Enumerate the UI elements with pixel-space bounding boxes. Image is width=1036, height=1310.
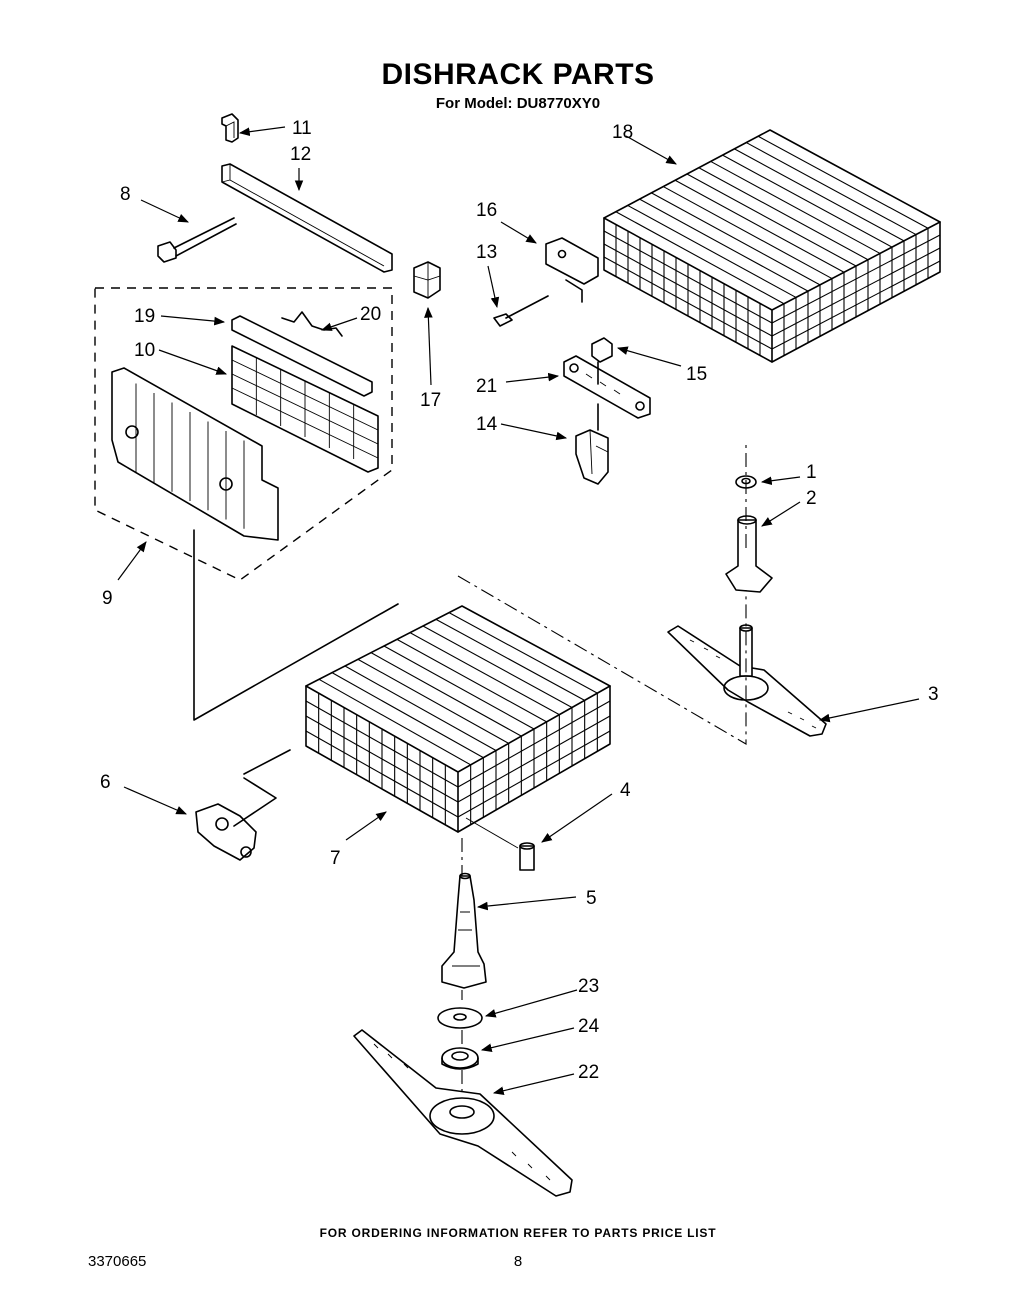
- part-3-middle-spray-arm: [667, 624, 827, 737]
- part-10-cup-shelf-grid: [231, 345, 379, 473]
- callout-18: 18: [612, 122, 633, 143]
- part-13-screw: [493, 295, 549, 327]
- part-19-cup-shelf-strip: [231, 315, 373, 397]
- part-6-rack-roller: [195, 803, 257, 861]
- callout-1: 1: [806, 462, 817, 483]
- document-number: 3370665: [88, 1253, 147, 1270]
- part-24-seal-ring: [441, 1047, 479, 1070]
- callout-19: 19: [134, 306, 155, 327]
- part-20-wire-spring: [281, 311, 343, 337]
- part-11-rail-end-clip: [221, 113, 239, 143]
- guide-line-pin-to-rack: [465, 817, 519, 849]
- callout-3: 3: [928, 684, 939, 705]
- guide-line-rack-to-arm: [457, 440, 747, 745]
- callout-21: 21: [476, 376, 497, 397]
- callout-24: 24: [578, 1016, 600, 1037]
- callout-5: 5: [586, 888, 597, 909]
- callout-9: 9: [102, 588, 113, 609]
- ordering-info-note: FOR ORDERING INFORMATION REFER TO PARTS …: [319, 1226, 717, 1240]
- guide-line-roller-to-rack: [233, 749, 291, 827]
- part-16-rack-bracket: [545, 237, 599, 303]
- callout-15: 15: [686, 364, 707, 385]
- part-5-spray-arm-hub: [441, 872, 487, 989]
- callout-7: 7: [330, 848, 341, 869]
- callout-22: 22: [578, 1062, 599, 1083]
- part-21-upper-spray-arm: [563, 355, 651, 419]
- callout-6: 6: [100, 772, 111, 793]
- callout-17: 17: [420, 390, 441, 411]
- callout-16: 16: [476, 200, 497, 221]
- part-15-pivot-cap: [591, 337, 613, 363]
- part-8-tie-strap: [157, 217, 237, 263]
- part-2-feed-tube: [725, 515, 773, 593]
- part-17-rail-stop: [413, 261, 441, 299]
- callout-4: 4: [620, 780, 631, 801]
- callout-12: 12: [290, 144, 311, 165]
- part-22-lower-spray-arm: [353, 1029, 573, 1197]
- guide-line-shelf-to-rack: [193, 529, 399, 721]
- page-number: 8: [513, 1253, 523, 1270]
- part-9-cup-shelf-panel: [111, 367, 279, 541]
- part-12-rack-rail: [221, 163, 393, 273]
- part-14-spray-manifold: [575, 403, 609, 485]
- callout-13: 13: [476, 242, 497, 263]
- page-title: DISHRACK PARTS: [381, 58, 655, 91]
- callout-14: 14: [476, 414, 498, 435]
- callout-11: 11: [292, 118, 312, 139]
- part-23-flat-washer: [437, 1007, 483, 1029]
- callout-20: 20: [360, 304, 381, 325]
- part-18-upper-rack: [603, 129, 941, 363]
- model-subtitle: For Model: DU8770XY0: [435, 95, 601, 112]
- part-4-pin: [519, 842, 535, 871]
- leader-arrows: [117, 126, 920, 1095]
- callout-8: 8: [120, 184, 131, 205]
- part-7-lower-rack: [305, 605, 611, 833]
- callout-23: 23: [578, 976, 599, 997]
- part-9-assembly-outline: [94, 287, 393, 581]
- callout-10: 10: [134, 340, 155, 361]
- callout-2: 2: [806, 488, 817, 509]
